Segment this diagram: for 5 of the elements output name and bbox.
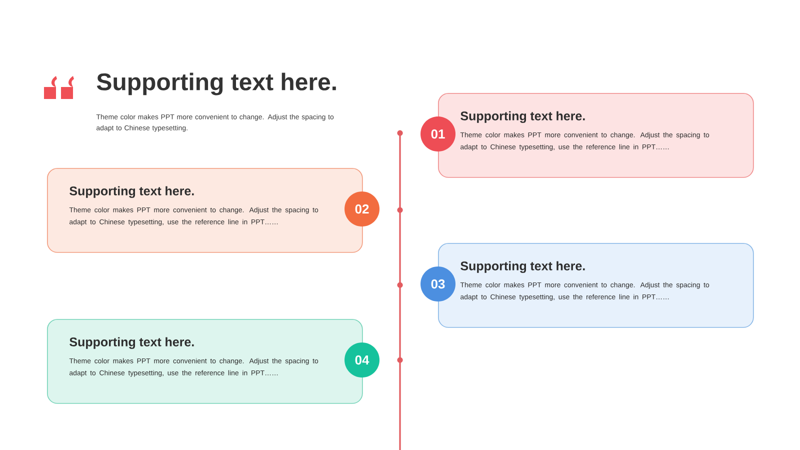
number-badge: 01 bbox=[420, 116, 456, 152]
title: Supporting text here. bbox=[96, 72, 336, 96]
number-badge: 03 bbox=[420, 266, 456, 302]
number-badge: 02 bbox=[344, 192, 380, 226]
number-badge: 04 bbox=[344, 342, 380, 378]
